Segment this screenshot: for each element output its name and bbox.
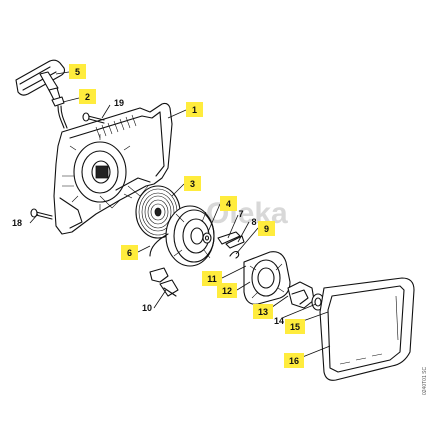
callout-8: 8 xyxy=(251,217,256,227)
svg-text:10: 10 xyxy=(142,303,152,313)
callout-9: 9 xyxy=(258,221,275,236)
callout-15: 15 xyxy=(285,319,305,334)
callout-3: 3 xyxy=(184,176,201,191)
svg-text:1: 1 xyxy=(192,105,197,115)
callout-7: 7 xyxy=(238,209,243,219)
part-clip-spring xyxy=(149,267,179,297)
part-screw-19 xyxy=(82,112,105,124)
callout-labels: 5 2 19 1 3 18 4 7 8 9 xyxy=(12,64,305,368)
svg-text:5: 5 xyxy=(75,67,80,77)
callout-1: 1 xyxy=(186,102,203,117)
svg-text:7: 7 xyxy=(238,209,243,219)
callout-18: 18 xyxy=(12,218,22,228)
callout-12: 12 xyxy=(217,283,237,298)
callout-16: 16 xyxy=(284,353,304,368)
part-starter-grip xyxy=(15,59,66,101)
part-carrier xyxy=(243,251,291,305)
svg-text:3: 3 xyxy=(190,179,195,189)
svg-text:14: 14 xyxy=(274,316,284,326)
callout-2: 2 xyxy=(79,89,96,104)
svg-text:16: 16 xyxy=(289,356,299,366)
drawing-code: 0240T01 SC xyxy=(422,367,428,395)
part-nut xyxy=(287,281,315,309)
part-guard-plate xyxy=(319,277,415,381)
part-fan-housing xyxy=(53,102,173,235)
svg-text:9: 9 xyxy=(264,224,269,234)
svg-text:15: 15 xyxy=(290,322,300,332)
callout-10: 10 xyxy=(142,303,152,313)
svg-text:6: 6 xyxy=(127,248,132,258)
callout-19: 19 xyxy=(114,98,124,108)
part-rope xyxy=(51,96,68,129)
svg-text:19: 19 xyxy=(114,98,124,108)
svg-text:8: 8 xyxy=(251,217,256,227)
svg-text:18: 18 xyxy=(12,218,22,228)
svg-text:2: 2 xyxy=(85,92,90,102)
callout-14: 14 xyxy=(274,316,284,326)
part-pawl xyxy=(217,231,245,259)
callout-4: 4 xyxy=(220,196,237,211)
svg-text:11: 11 xyxy=(207,274,217,284)
part-screw-18 xyxy=(30,208,53,220)
svg-text:13: 13 xyxy=(258,307,268,317)
callout-13: 13 xyxy=(253,304,273,319)
part-washer-4 xyxy=(202,232,212,244)
callout-5: 5 xyxy=(69,64,86,79)
callout-11: 11 xyxy=(202,271,222,286)
part-rope-rotor xyxy=(149,205,215,267)
svg-text:12: 12 xyxy=(222,286,232,296)
callout-6: 6 xyxy=(121,245,138,260)
svg-text:4: 4 xyxy=(226,199,231,209)
